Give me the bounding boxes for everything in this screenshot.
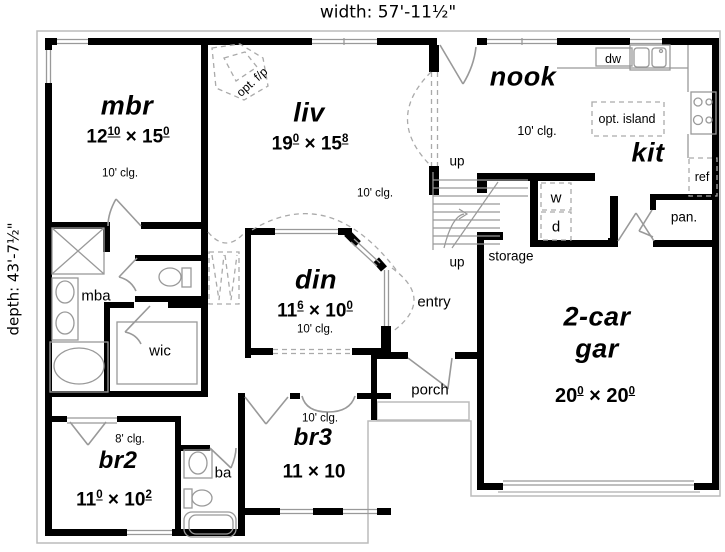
stairs-up-label-bottom: up: [449, 254, 465, 270]
din-corner-posts: [344, 230, 387, 272]
ba-sink-icon: [183, 449, 213, 479]
dim-label-br3: 11 × 10: [282, 461, 346, 483]
ba-tub-icon: [183, 511, 237, 538]
opt-island-label: opt. island: [598, 111, 656, 126]
ceiling-label-br3: 10' clg.: [301, 412, 339, 425]
double-vanity-icon: [51, 277, 79, 341]
room-label-br2: br2: [98, 447, 138, 474]
ceiling-label-din: 10' clg.: [296, 323, 334, 336]
entry-label: entry: [417, 293, 451, 311]
refrigerator-label: ref: [694, 169, 710, 184]
dashed-elements: [207, 43, 718, 355]
porch-step: [376, 401, 470, 421]
width-dimension-label: width: 57'-11½": [319, 2, 457, 23]
room-label-gar-line2: gar: [575, 333, 619, 364]
ceiling-label-mbr: 10' clg.: [101, 167, 139, 180]
pantry-label: pan.: [670, 209, 698, 225]
room-label-nook: nook: [489, 61, 557, 92]
dishwasher-label: dw: [605, 51, 621, 66]
ba-toilet-icon: [183, 488, 213, 509]
ceiling-label-nook: 10' clg.: [517, 123, 557, 138]
storage-label: storage: [488, 248, 534, 264]
garage-door: [503, 480, 694, 486]
ceiling-label-br2: 8' clg.: [115, 433, 145, 446]
dishwasher-icon: [595, 47, 633, 67]
wic-shelf: [116, 321, 198, 385]
room-label-liv: liv: [293, 97, 325, 128]
stairs-up-label-top: up: [449, 153, 465, 169]
stair-direction-arrow: [458, 208, 469, 220]
opt-island-box: [591, 101, 665, 137]
ref-box: [688, 157, 718, 197]
washer-box: [540, 182, 572, 211]
walls: [45, 38, 719, 536]
tub-icon: [49, 341, 109, 393]
stove-icon: [690, 91, 717, 135]
mba-label: mba: [81, 287, 111, 305]
dim-label-din: 116 × 100: [277, 300, 353, 322]
dryer-label: d: [551, 218, 561, 236]
ceiling-label-liv: 10' clg.: [356, 187, 394, 200]
windows: [45, 38, 662, 536]
dim-label-mbr: 1210 × 150: [86, 126, 170, 148]
br2-door-trim: [67, 417, 117, 424]
room-label-gar-line1: 2-car: [563, 301, 631, 332]
hall-niche: [208, 251, 240, 305]
dim-label-br2: 110 × 102: [76, 489, 152, 511]
ba-label: ba: [214, 464, 232, 482]
room-label-mbr: mbr: [100, 90, 154, 121]
depth-dimension-label: depth: 43'-7½": [4, 222, 23, 336]
staircase: [432, 172, 528, 250]
wic-label: wic: [149, 342, 171, 360]
opt-fireplace-icon: [211, 43, 269, 101]
washer-label: w: [550, 189, 562, 207]
kitchen-fixtures: [557, 44, 717, 158]
dim-label-gar: 200 × 200: [554, 385, 636, 407]
shower-icon: [51, 227, 105, 275]
room-label-din: din: [295, 264, 337, 295]
mba-fixtures: [49, 227, 198, 393]
kitchen-sink-icon: [629, 44, 671, 71]
room-label-kit: kit: [631, 137, 665, 168]
dim-label-liv: 190 × 158: [271, 133, 349, 155]
ba-fixtures: [183, 449, 237, 538]
dryer-box: [540, 211, 572, 241]
room-label-br3: br3: [293, 424, 333, 451]
porch-label: porch: [411, 381, 449, 399]
toilet-icon: [158, 267, 192, 288]
doors: [69, 44, 655, 469]
